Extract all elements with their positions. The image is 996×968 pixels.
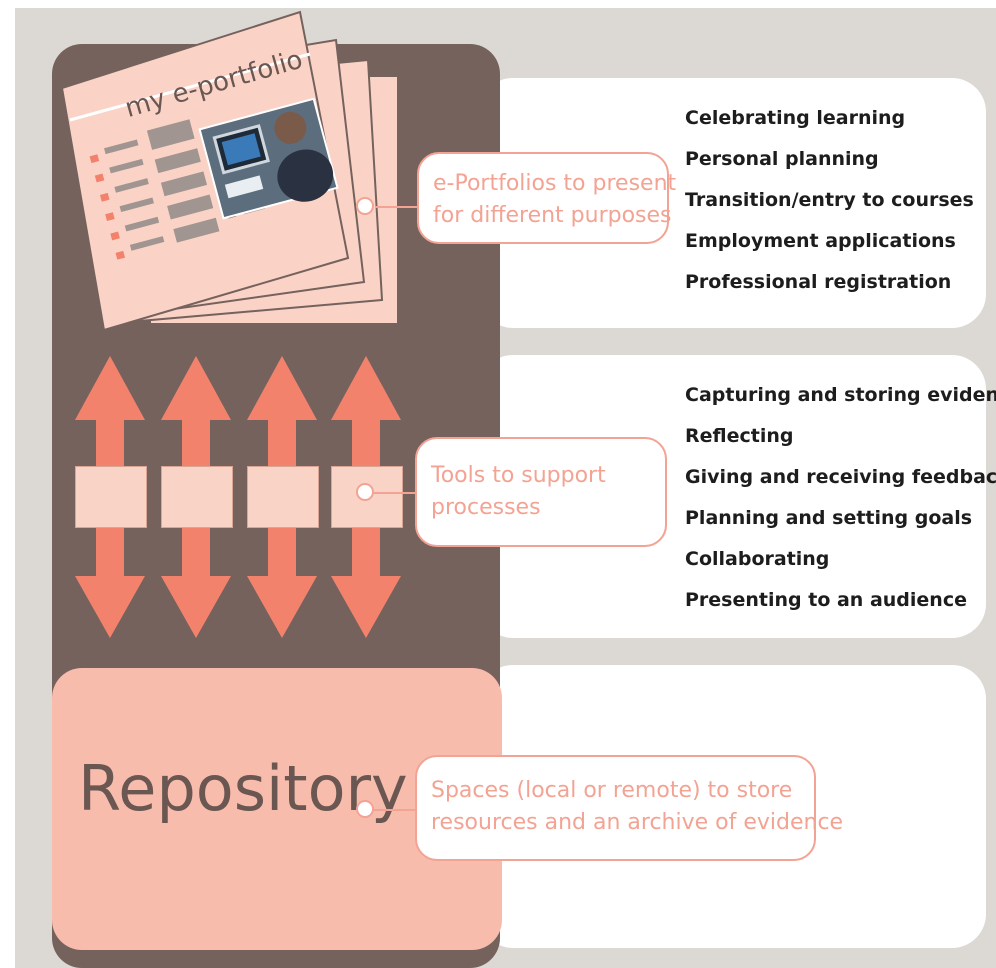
connector-node-2 xyxy=(356,483,374,501)
repository-callout: Spaces (local or remote) to store resour… xyxy=(415,755,844,861)
callout-line: resources and an archive of evidence xyxy=(431,810,844,835)
process-bar-1 xyxy=(75,466,147,528)
connector-2 xyxy=(374,492,416,494)
connector-1 xyxy=(375,206,419,208)
callout-line: Tools to support xyxy=(431,463,606,488)
list-item: Personal planning xyxy=(685,148,879,170)
tools-callout: Tools to support processes xyxy=(415,437,667,547)
list-item: Capturing and storing evidence xyxy=(685,384,996,406)
person-at-computer-icon xyxy=(198,97,339,220)
list-item: Celebrating learning xyxy=(685,107,906,129)
list-item: Planning and setting goals xyxy=(685,507,973,529)
front-sheet xyxy=(60,10,350,332)
list-item: Presenting to an audience xyxy=(685,589,967,611)
connector-node-1 xyxy=(356,197,374,215)
list-item: Giving and receiving feedback xyxy=(685,466,996,488)
process-bar-3 xyxy=(247,466,319,528)
callout-line: e-Portfolios to present xyxy=(433,171,677,196)
connector-3 xyxy=(372,809,416,811)
list-item: Professional registration xyxy=(685,271,952,293)
processes-list: Capturing and storing evidence Reflectin… xyxy=(685,375,996,621)
list-item: Reflecting xyxy=(685,425,794,447)
repository-title: Repository xyxy=(78,752,408,825)
sheet-content-rows xyxy=(89,119,311,260)
list-item: Employment applications xyxy=(685,230,956,252)
list-item: Transition/entry to courses xyxy=(685,189,974,211)
process-bar-2 xyxy=(161,466,233,528)
front-sheet-header-line xyxy=(69,52,311,122)
callout-line: for different purposes xyxy=(433,203,672,228)
callout-line: processes xyxy=(431,495,541,520)
list-item: Collaborating xyxy=(685,548,830,570)
connector-node-3 xyxy=(356,800,374,818)
callout-line: Spaces (local or remote) to store xyxy=(431,778,793,803)
purposes-list: Celebrating learning Personal planning T… xyxy=(685,98,974,303)
eportfolio-callout: e-Portfolios to present for different pu… xyxy=(417,152,677,244)
